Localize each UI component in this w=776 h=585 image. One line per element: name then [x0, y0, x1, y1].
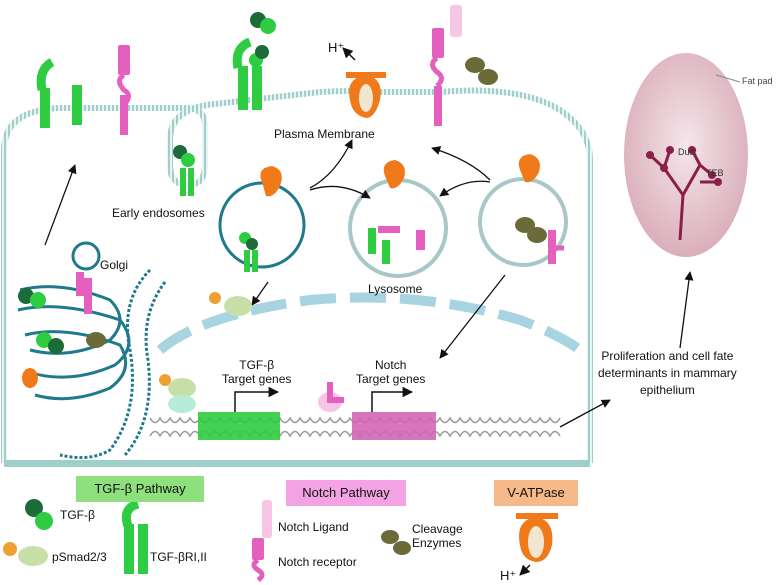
plasma-membrane-label: Plasma Membrane — [274, 127, 375, 141]
basement-membrane — [4, 460, 590, 467]
fat-pad-label: Fat pad — [742, 76, 773, 86]
legend-tgfb-receptor-label: TGF-βRI,II — [150, 550, 207, 564]
teb-label: TEB — [706, 168, 724, 178]
legend-notch-receptor-label: Notch receptor — [278, 555, 357, 569]
legend-notch-ligand-label: Notch Ligand — [278, 520, 349, 534]
legend-cleavage-enzymes-label: Cleavage Enzymes — [412, 522, 463, 550]
legend-tgfb-label: TGF-β — [60, 508, 95, 522]
legend-notch-pathway: Notch Pathway — [286, 480, 406, 506]
tgfb-target-gene — [198, 412, 280, 440]
nuclear-envelope — [156, 292, 583, 355]
plasma-membrane — [1, 87, 593, 467]
lysosome-label: Lysosome — [368, 282, 423, 296]
legend-h-plus-label: H⁺ — [500, 568, 517, 583]
proliferation-label: Proliferation and cell fate determinants… — [598, 349, 737, 397]
tgfb-target-genes-label: TGF-β Target genes — [222, 358, 292, 386]
dna-strand — [149, 412, 561, 440]
notch-target-genes-label: Notch Target genes — [356, 358, 426, 386]
early-endosomes-label: Early endosomes — [112, 206, 205, 220]
h-plus-label: H⁺ — [328, 40, 345, 55]
legend-tgfb-pathway: TGF-β Pathway — [76, 476, 204, 502]
golgi-apparatus — [17, 241, 167, 460]
legend-vatpase: V-ATPase — [494, 480, 578, 506]
legend-psmad-label: pSmad2/3 — [52, 550, 107, 564]
golgi-label: Golgi — [100, 258, 129, 272]
notch-target-gene — [352, 412, 436, 440]
duct-label: Duct — [678, 147, 697, 157]
mammary-fat-pad — [624, 53, 748, 257]
